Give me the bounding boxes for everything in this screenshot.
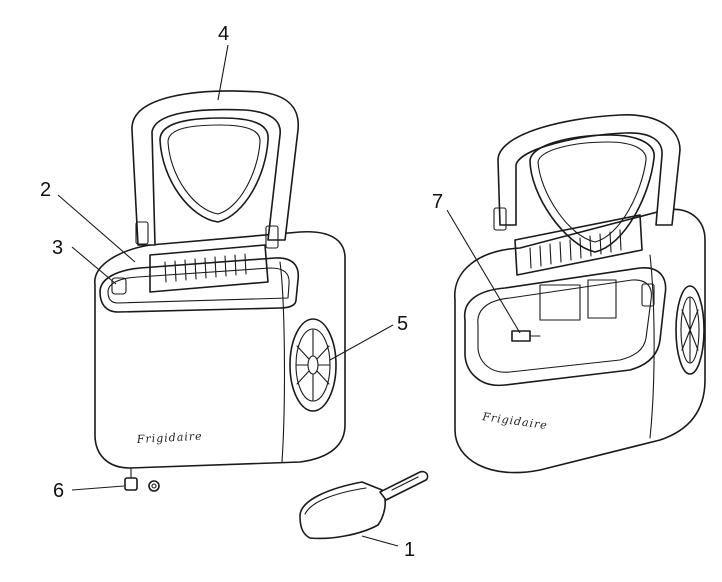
front-inner-rim — [107, 267, 290, 304]
scoop-bowl — [299, 481, 387, 540]
rear-max-water-marker — [511, 330, 541, 342]
front-body — [94, 230, 346, 469]
scoop-bowl-rim — [304, 487, 367, 515]
scoop-handle-slot — [391, 476, 419, 491]
callout-2: 2 — [40, 179, 51, 201]
rear-open-lid — [497, 114, 681, 226]
rear-lid-window — [529, 134, 655, 253]
front-right-hinge — [265, 225, 279, 249]
leader-6 — [71, 485, 125, 491]
rear-inner-rim — [477, 279, 652, 373]
scoop-handle — [379, 470, 429, 501]
ice-maker-rear-view: Frigidaire — [454, 114, 706, 474]
front-left-hinge — [135, 221, 149, 245]
callout-6: 6 — [53, 480, 64, 502]
callout-4: 4 — [218, 23, 229, 45]
front-basket-slots — [164, 253, 247, 283]
rear-ice-basket — [514, 214, 643, 276]
front-open-lid — [131, 90, 300, 246]
callout-numbers: 1 2 3 4 5 6 7 — [40, 23, 443, 561]
callout-7: 7 — [432, 191, 443, 213]
leader-2 — [57, 194, 136, 263]
rear-side-vent — [675, 285, 705, 375]
front-top-rim — [99, 257, 300, 313]
rear-right-hinge — [641, 283, 655, 307]
leader-3 — [71, 246, 117, 285]
leader-5 — [329, 324, 394, 361]
front-side-vent — [289, 318, 337, 412]
front-lid-window — [159, 117, 269, 223]
front-ice-basket — [149, 244, 269, 293]
leader-lines — [57, 44, 521, 547]
rear-basket-slots — [529, 229, 622, 269]
rear-side-edge — [649, 254, 655, 439]
ice-maker-front-view: Frigidaire — [94, 90, 346, 492]
rear-left-hinge — [493, 207, 507, 231]
rear-top-rim — [463, 267, 667, 387]
front-water-sensor — [111, 277, 127, 295]
rear-ice-pusher — [587, 279, 617, 319]
leader-4 — [217, 44, 229, 101]
front-lid-window-inner — [167, 124, 261, 215]
rear-body — [454, 208, 706, 474]
leader-1 — [361, 535, 399, 547]
callout-5: 5 — [397, 313, 408, 335]
front-drain-plug — [124, 467, 160, 492]
callout-3: 3 — [52, 237, 63, 259]
front-side-edge — [279, 261, 286, 463]
callout-1: 1 — [404, 539, 415, 561]
rear-evaporator-block — [539, 284, 581, 321]
rear-lid-window-inner — [537, 141, 647, 243]
leader-7 — [446, 209, 521, 334]
ice-scoop — [299, 470, 429, 540]
front-brand-logo: Frigidaire — [135, 430, 202, 446]
